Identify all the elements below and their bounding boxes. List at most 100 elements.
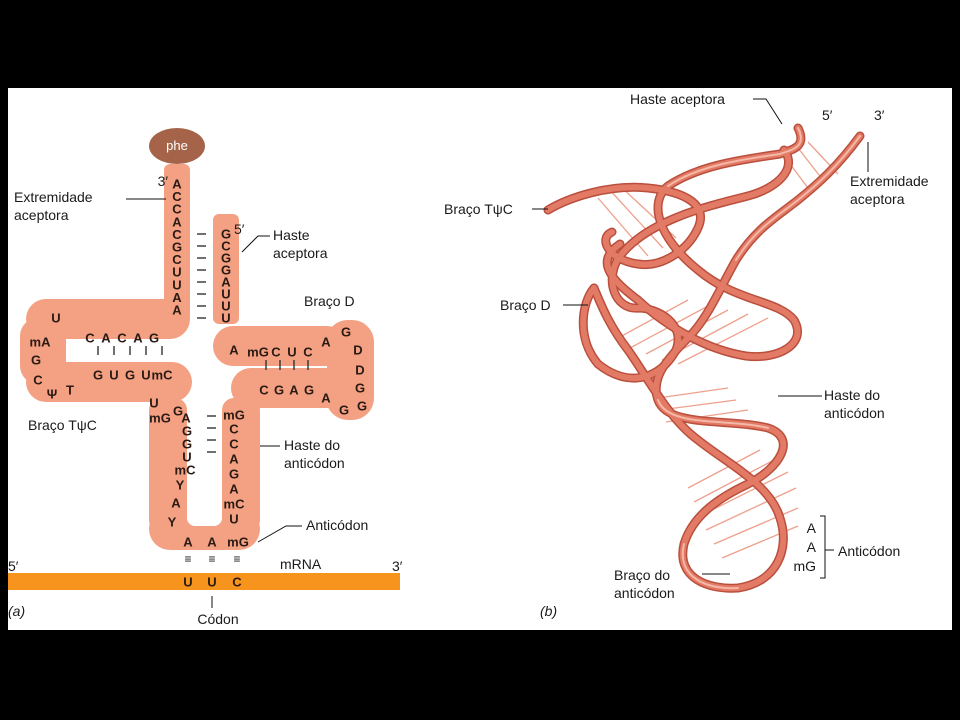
nucleotide: Y xyxy=(176,478,185,493)
b-anticodon-label: Anticódon xyxy=(838,543,900,559)
nucleotide: U xyxy=(141,368,150,383)
nucleotide: G xyxy=(182,424,192,439)
nucleotide: C xyxy=(172,252,182,267)
codon-label: Códon xyxy=(197,611,238,627)
nucleotide: C xyxy=(303,345,313,360)
panel-b: Haste aceptora 5′ 3′ Extremidade aceptor… xyxy=(444,91,929,619)
nucleotide: U xyxy=(172,277,181,292)
nucleotide: A xyxy=(133,331,143,346)
anticodon-label: Anticódon xyxy=(306,517,368,533)
nucleotide: D xyxy=(355,363,364,378)
panel-b-label: (b) xyxy=(540,603,557,619)
nucleotide: C xyxy=(259,383,269,398)
nucleotide: G xyxy=(182,437,192,452)
nucleotide: A xyxy=(221,275,231,290)
nucleotide: U xyxy=(207,575,216,590)
nucleotide: A xyxy=(181,411,191,426)
nucleotide: G xyxy=(229,467,239,482)
nucleotide: A xyxy=(172,290,182,305)
nucleotide: C xyxy=(33,373,43,388)
acceptor-base-pairs xyxy=(197,233,206,319)
svg-text:≡: ≡ xyxy=(208,552,215,566)
nucleotide: mG xyxy=(247,345,269,360)
b-acceptor-stem-label: Haste aceptora xyxy=(630,91,725,107)
nucleotide: mC xyxy=(175,463,197,478)
nucleotide: C xyxy=(172,189,182,204)
nucleotide: G xyxy=(125,368,135,383)
mrna-3-prime: 3′ xyxy=(392,558,403,574)
nucleotide: G xyxy=(341,325,351,340)
nucleotide: A xyxy=(171,496,181,511)
nucleotide: U xyxy=(149,396,158,411)
nucleotide: mG xyxy=(149,411,171,426)
nucleotide: U xyxy=(172,265,181,280)
nucleotide: A xyxy=(229,343,239,358)
b-tpsic-arm-label: Braço TψC xyxy=(444,201,513,217)
nucleotide: Y xyxy=(168,515,177,530)
nucleotide: C xyxy=(172,227,182,242)
nucleotide: C xyxy=(229,437,239,452)
trna-diagram: phe xyxy=(8,91,929,627)
d-arm-label: Braço D xyxy=(304,293,355,309)
phe-amino-acid-bead xyxy=(149,128,205,164)
nucleotide: U xyxy=(51,311,60,326)
trna-cloverleaf-body xyxy=(20,164,374,550)
nucleotide: T xyxy=(66,383,74,398)
nucleotide: G xyxy=(221,251,231,266)
trna-3d-ribbon xyxy=(543,123,865,593)
nucleotide: A xyxy=(321,391,331,406)
nucleotide: G xyxy=(93,368,103,383)
nucleotide: G xyxy=(274,383,284,398)
three-prime-label: 3′ xyxy=(158,173,169,189)
nucleotide: C xyxy=(172,202,182,217)
acceptor-end-label-1: Extremidade xyxy=(14,189,93,205)
nucleotide: G xyxy=(357,399,367,414)
anticodon-stem-label-1: Haste do xyxy=(284,437,340,453)
nucleotide: A xyxy=(229,482,239,497)
nucleotide: U xyxy=(221,299,230,314)
mrna-label: mRNA xyxy=(280,556,322,572)
b-anticodon-arm-label-2: anticódon xyxy=(614,585,675,601)
five-prime-label: 5′ xyxy=(234,221,245,237)
nucleotide: G xyxy=(31,353,41,368)
nucleotide: A xyxy=(207,535,217,550)
nucleotide: mC xyxy=(224,497,246,512)
nucleotide: A xyxy=(229,452,239,467)
nucleotide: C xyxy=(229,422,239,437)
acceptor-stem-label-2: aceptora xyxy=(273,245,328,261)
nucleotide: A xyxy=(289,383,299,398)
b-anticodon-arm-label-1: Braço do xyxy=(614,567,670,583)
nucleotide: A xyxy=(172,177,182,192)
nucleotide: mG xyxy=(223,408,245,423)
nucleotide: G xyxy=(173,404,183,419)
panel-a-label: (a) xyxy=(8,603,25,619)
nucleotide: A xyxy=(172,214,182,229)
nucleotide: G xyxy=(339,403,349,418)
nucleotide: mG xyxy=(227,535,249,550)
b-d-arm-label: Braço D xyxy=(500,297,551,313)
nucleotide: Ψ xyxy=(47,387,58,402)
nucleotide: C xyxy=(85,331,95,346)
b-anticodon-stem-label-2: anticódon xyxy=(824,405,885,421)
nucleotide: U xyxy=(183,575,192,590)
nucleotide: C xyxy=(271,345,281,360)
codon-pairing-marks: ≡ ≡ ≡ xyxy=(184,552,240,566)
trna-interior xyxy=(66,339,327,526)
nucleotide: U xyxy=(221,311,230,326)
panel-a: phe xyxy=(8,128,403,627)
nucleotide: A xyxy=(172,303,182,318)
b-acceptor-end-label-2: aceptora xyxy=(850,191,905,207)
nucleotide: G xyxy=(172,240,182,255)
svg-text:≡: ≡ xyxy=(233,552,240,566)
anticodon-base-pairs xyxy=(207,415,216,453)
acceptor-end-label-2: aceptora xyxy=(14,207,69,223)
nucleotide: U xyxy=(221,287,230,302)
